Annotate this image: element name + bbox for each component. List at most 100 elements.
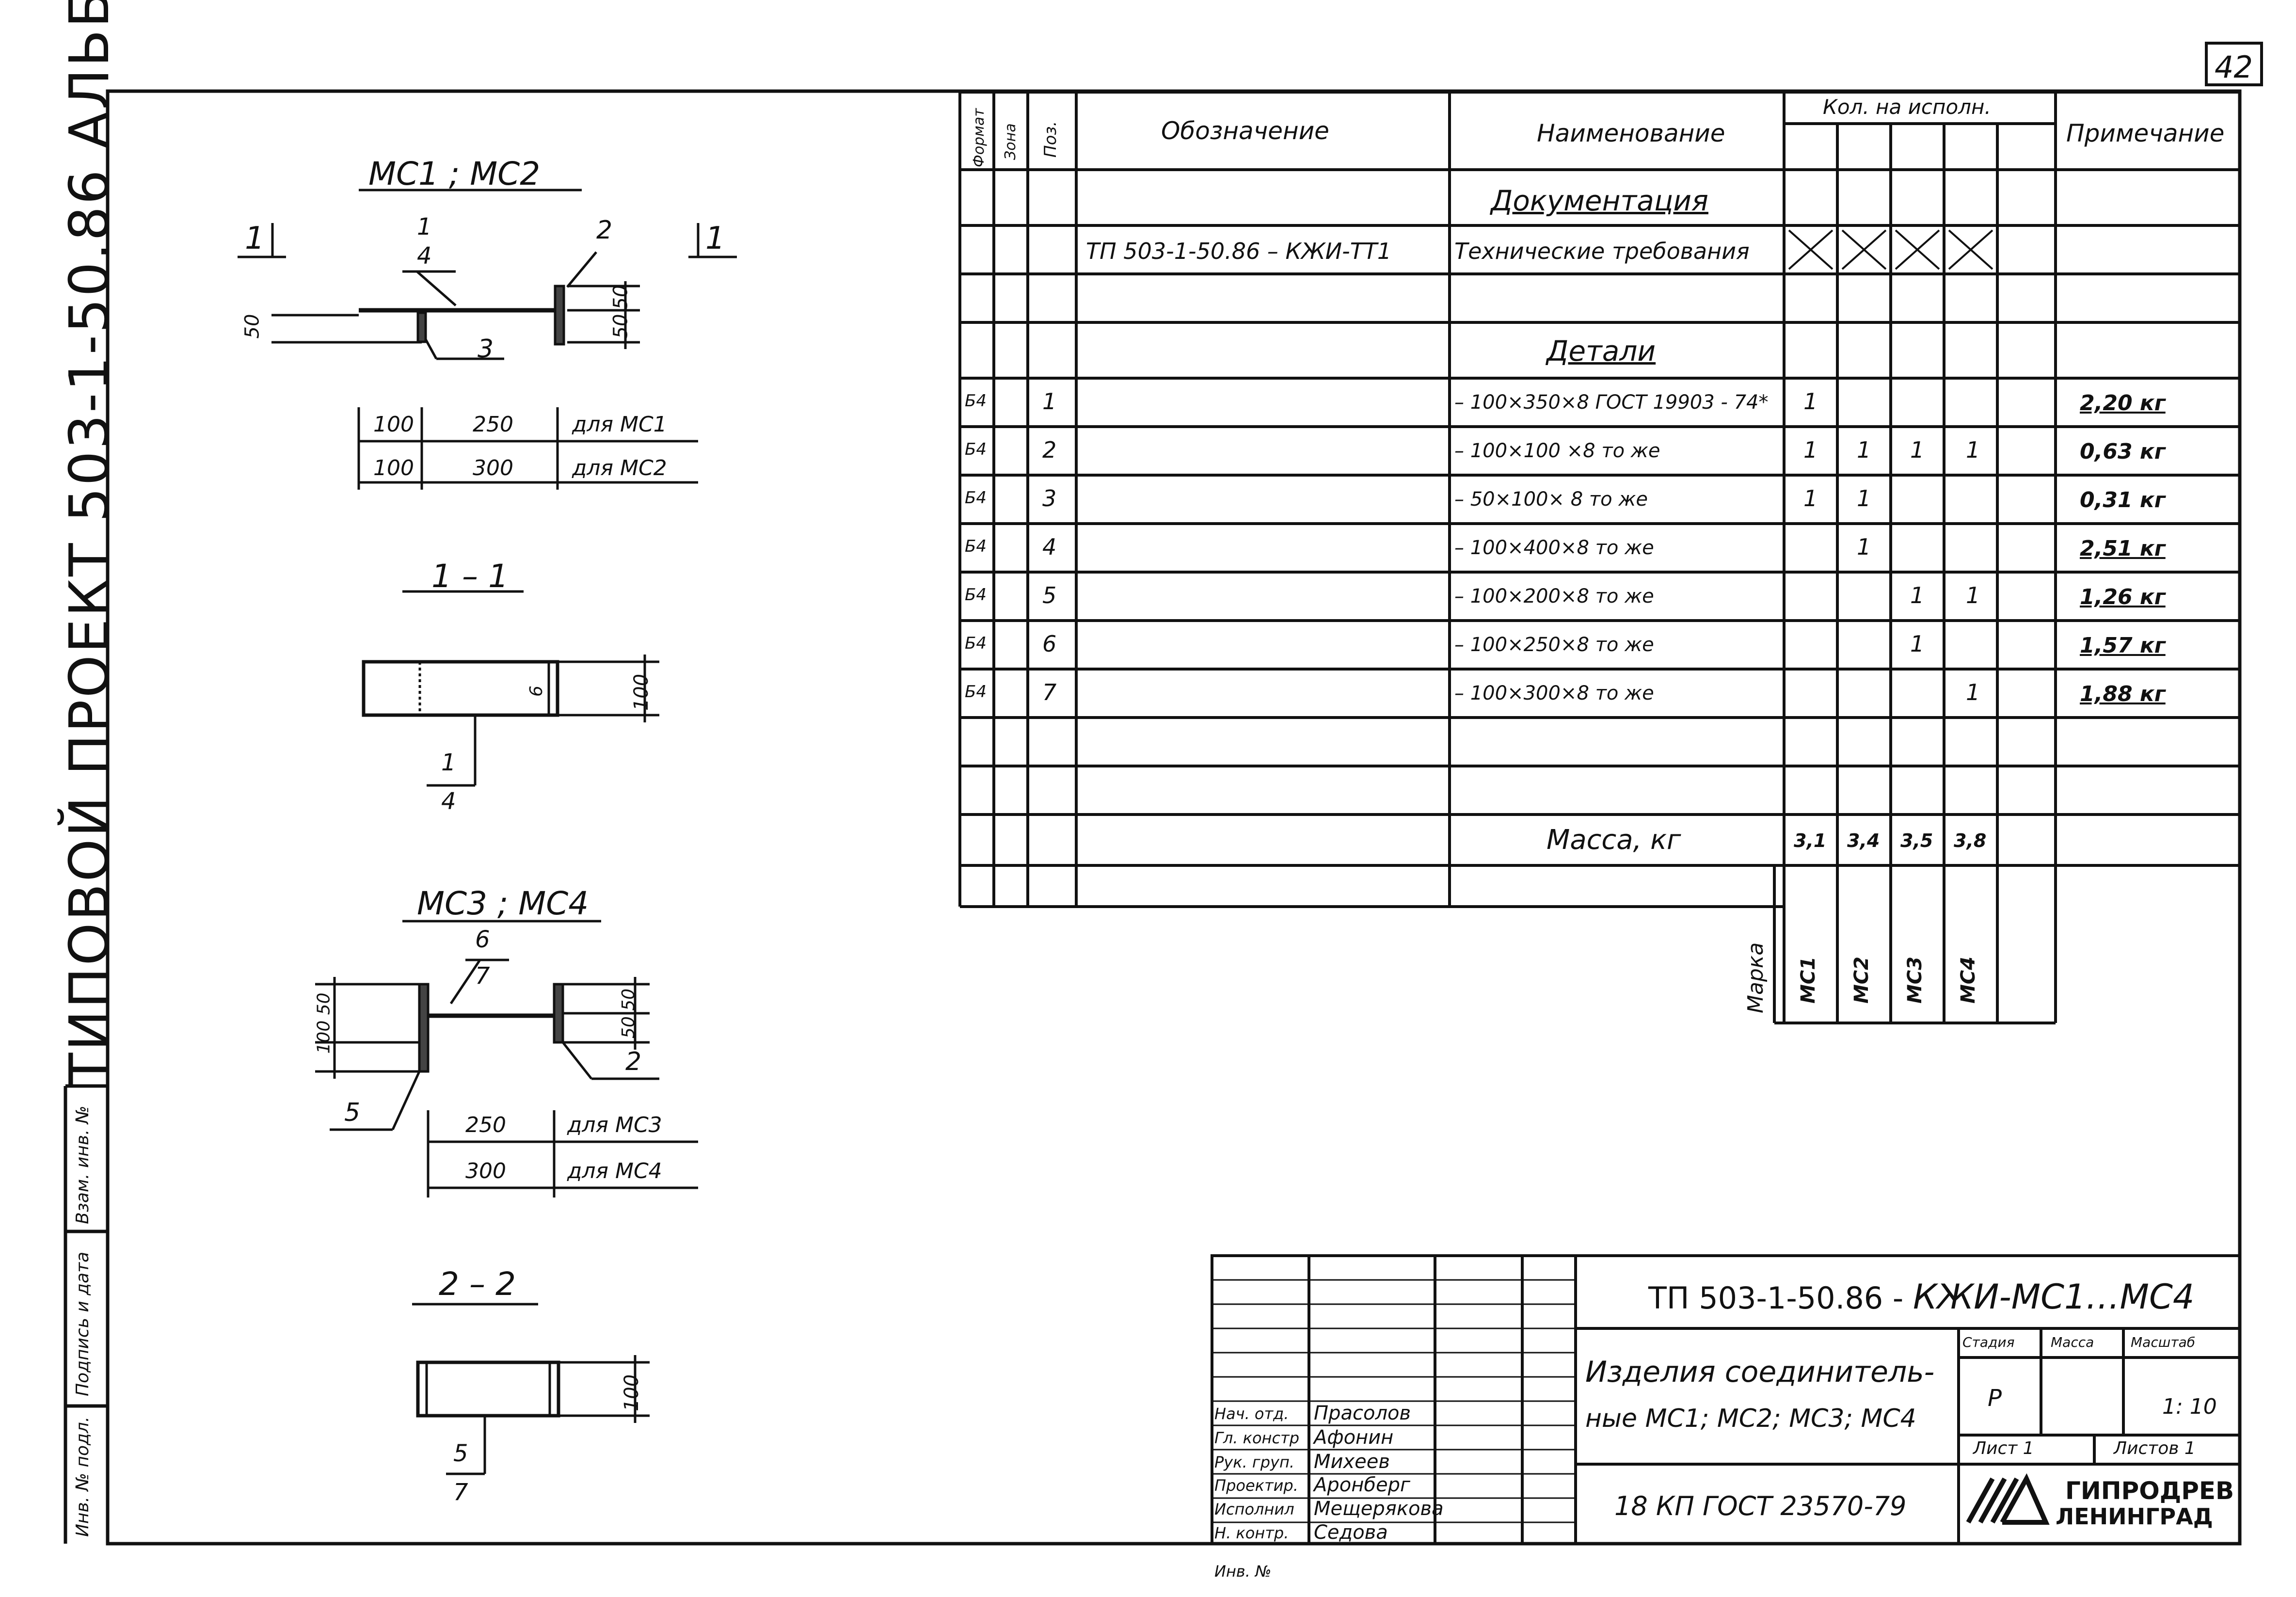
sec11-title: 1 – 1 [431,558,509,595]
signer-2-name: Афонин [1314,1426,1394,1449]
row-6-q3: 1 [1910,631,1925,657]
row-3-q2: 1 [1857,485,1871,511]
row-5-name: – 100×200×8 то же [1454,585,1654,607]
signer-5-name: Мещерякова [1314,1498,1444,1520]
row-5-q4: 1 [1966,582,1980,608]
stamp-sheets: Листов 1 [2114,1438,2196,1458]
ms3-dim-300: 300 [465,1159,506,1183]
row-3-format: Б4 [965,488,987,508]
signer-1-role: Нач. отд. [1214,1405,1289,1423]
spec-section-docs: Документация [1491,184,1708,217]
row-4-format: Б4 [965,537,987,556]
ms1-section-marker-right: 1 [705,221,725,256]
row-6-note: 1,57 кг [2080,633,2166,658]
row-2-name: – 100×100 ×8 то же [1454,440,1660,462]
row-4-note: 2,51 кг [2080,536,2166,561]
ms3-dim-right: 50 50 [619,988,639,1039]
row-1-format: Б4 [965,391,987,411]
spec-doc-name: Технические требования [1454,238,1750,264]
ms1-part-2: 2 [596,216,613,245]
signer-4-name: Аронберг [1314,1474,1411,1496]
row-7-format: Б4 [965,682,987,702]
stamp-code-prefix: ТП 503-1-50.86 - [1648,1280,1904,1316]
spec-header-pos: Поз. [1041,121,1060,158]
sec11-inner: 6 [526,686,546,697]
ms1-section-marker-left: 1 [245,221,265,256]
sec22-part-bottom: 7 [453,1479,468,1506]
row-5-pos: 5 [1042,582,1057,608]
spec-doc-designation: ТП 503-1-50.86 – КЖИ-ТТ1 [1086,238,1392,264]
ms3-dim-left: 100 50 [314,992,334,1054]
signer-3-name: Михеев [1314,1451,1390,1473]
ms1-dim-50-right-b: 50 [609,314,632,339]
signer-5-role: Исполнил [1214,1500,1294,1518]
stamp-title-line2: ные МС1; МС2; МС3; МС4 [1585,1404,1916,1433]
spec-mass-2: 3,4 [1847,830,1880,851]
sheet-number: 42 [2215,49,2253,85]
row-1-name: – 100×350×8 ГОСТ 19903 - 74* [1454,391,1769,414]
ms1-part-bottom: 4 [417,242,432,270]
spec-mass-3: 3,5 [1900,830,1933,851]
stamp-stage: Р [1988,1385,2002,1412]
stamp-org-line2: ЛЕНИНГРАД [2056,1503,2213,1530]
row-4-name: – 100×400×8 то же [1454,537,1654,559]
stamp-scale: 1: 10 [2162,1394,2217,1419]
spec-mark-3: МС3 [1904,957,1926,1004]
org-logo-icon [1966,1473,2050,1525]
signer-6-role: Н. контр. [1214,1524,1289,1542]
spec-mass-1: 3,1 [1794,830,1827,851]
row-1-q1: 1 [1803,388,1818,415]
ms3-part-5: 5 [344,1098,361,1127]
row-5-q3: 1 [1910,582,1925,608]
row-4-q2: 1 [1857,534,1871,560]
row-2-pos: 2 [1042,437,1057,463]
side-field-replace: Взам. инв. № [73,1105,93,1224]
stamp-sheet: Лист 1 [1973,1438,2034,1458]
spec-mark-1: МС1 [1797,957,1819,1004]
signer-4-role: Проектир. [1214,1476,1298,1495]
row-2-q2: 1 [1857,437,1871,463]
row-2-format: Б4 [965,440,987,459]
spec-header-qty: Кол. на исполн. [1823,95,1991,119]
stamp-code-suffix: КЖИ-МС1…МС4 [1913,1277,2195,1317]
ms3-part-bottom: 7 [475,962,490,990]
row-2-q4: 1 [1966,437,1980,463]
sec22-title: 2 – 2 [439,1265,516,1303]
ms1-dim-50-left: 50 [241,314,264,339]
spec-header-format: Формат [971,108,988,167]
signer-6-name: Седова [1314,1521,1388,1544]
ms1-part-3: 3 [478,335,494,364]
stamp-col-scale: Масштаб [2131,1334,2196,1350]
ms1-label-mc2: для МС2 [572,456,667,480]
stamp-org-line1: ГИПРОДРЕВ [2065,1477,2234,1505]
ms3-label-mc3: для МС3 [567,1113,662,1137]
ms3-part-top: 6 [475,926,490,953]
sec22-part-top: 5 [453,1440,468,1467]
row-1-note: 2,20 кг [2080,391,2166,415]
ms1-part-top: 1 [417,213,432,240]
ms1-dim-100-b: 100 [373,456,414,480]
signer-1-name: Прасолов [1314,1402,1411,1424]
sec11-dim: 100 [630,673,653,711]
sec11-part-bottom: 4 [441,788,456,815]
row-3-pos: 3 [1042,485,1057,511]
row-1-pos: 1 [1042,388,1057,415]
row-2-q3: 1 [1910,437,1925,463]
row-2-q1: 1 [1803,437,1818,463]
spec-marka-label: Марка [1743,942,1768,1013]
stamp-col-mass: Масса [2051,1334,2094,1350]
spec-mark-2: МС2 [1850,957,1873,1004]
stamp-inv-label: Инв. № [1214,1562,1272,1581]
stamp-col-stage: Стадия [1962,1334,2015,1350]
ms3-title: МС3 ; МС4 [417,885,589,922]
row-3-note: 0,31 кг [2080,488,2166,512]
row-2-note: 0,63 кг [2080,439,2166,464]
spec-mark-4: МС4 [1957,957,1979,1004]
ms1-title: МС1 ; МС2 [368,155,541,192]
ms1-dim-100-a: 100 [373,412,414,437]
spec-header-designation: Обозначение [1161,117,1329,145]
signer-2-role: Гл. констр [1214,1429,1299,1447]
ms3-part-2: 2 [625,1047,642,1076]
row-5-note: 1,26 кг [2080,585,2166,609]
row-5-format: Б4 [965,585,987,605]
